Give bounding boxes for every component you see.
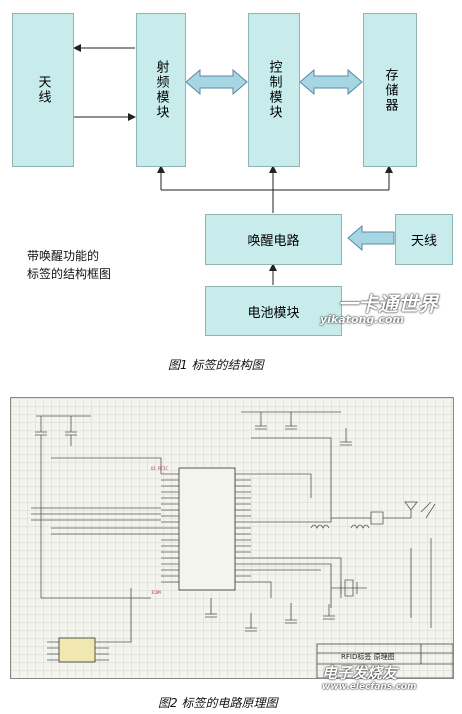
eeprom-pins (47, 588, 132, 661)
title-block-frame (316, 643, 453, 678)
right-rail (410, 538, 432, 628)
figure-1-caption: 图1 标签的结构图 (168, 358, 264, 372)
figure-2-schematic: U1 RFIC ICOM RFID标签 原理图 (10, 397, 454, 679)
figure-2-caption: 图2 标签的电路原理图 (158, 696, 278, 710)
figure-1-connectors (73, 44, 395, 285)
watermark-url: yikatong.com (320, 313, 404, 326)
note-line-2: 标签的结构框图 (27, 267, 112, 281)
note-line-1: 带唤醒功能的 (27, 249, 100, 263)
watermark-url-2: www.elecfans.com (322, 682, 417, 692)
wakeup-antenna-label: 天线 (410, 234, 437, 249)
net-label-bottom: ICOM (151, 590, 161, 595)
net-labels: U1 RFIC (151, 466, 168, 471)
watermark-logo: 一卡通世界 (338, 292, 438, 316)
wakeup-circuit-block: 唤醒电路 (205, 214, 342, 265)
wakeup-antenna-block: 天线 (395, 214, 453, 265)
rf-module-label: 射频模块 (153, 60, 169, 120)
double-arrow-rf-control (185, 68, 248, 96)
antenna-label: 天线 (35, 75, 51, 105)
capacitor-group-left (35, 415, 91, 446)
crystal-circuit (323, 579, 367, 620)
ic-right-pins (235, 473, 251, 583)
schematic-title: RFID标签 原理图 (341, 653, 395, 661)
control-module-label: 控制模块 (266, 60, 282, 120)
capacitor-group-bottom (205, 598, 297, 632)
inductor-group (310, 524, 370, 529)
control-module-block: 控制模块 (248, 13, 300, 167)
rf-output-chain (331, 501, 436, 525)
arrow-antenna-to-wakeup (347, 224, 395, 252)
storage-block: 存储器 (363, 13, 417, 167)
antenna-block: 天线 (12, 13, 74, 167)
bus-wires-left (31, 446, 162, 599)
main-ic-body (178, 467, 236, 591)
double-arrow-control-storage (299, 68, 363, 96)
watermark-logo-2: 电子发烧友 (322, 664, 398, 682)
ic-left-pins (161, 473, 179, 583)
storage-label: 存储器 (382, 67, 398, 113)
battery-module-block: 电池模块 (205, 286, 342, 336)
battery-module-label: 电池模块 (247, 305, 300, 321)
rf-module-block: 射频模块 (136, 13, 186, 167)
eeprom-ic-body (58, 637, 96, 663)
figure-1-note: 带唤醒功能的 标签的结构框图 (27, 247, 111, 283)
schematic-drawing: U1 RFIC ICOM (31, 411, 453, 678)
capacitor-group-top (241, 411, 352, 446)
bus-wires-right (251, 437, 342, 608)
wakeup-circuit-label: 唤醒电路 (247, 234, 300, 249)
